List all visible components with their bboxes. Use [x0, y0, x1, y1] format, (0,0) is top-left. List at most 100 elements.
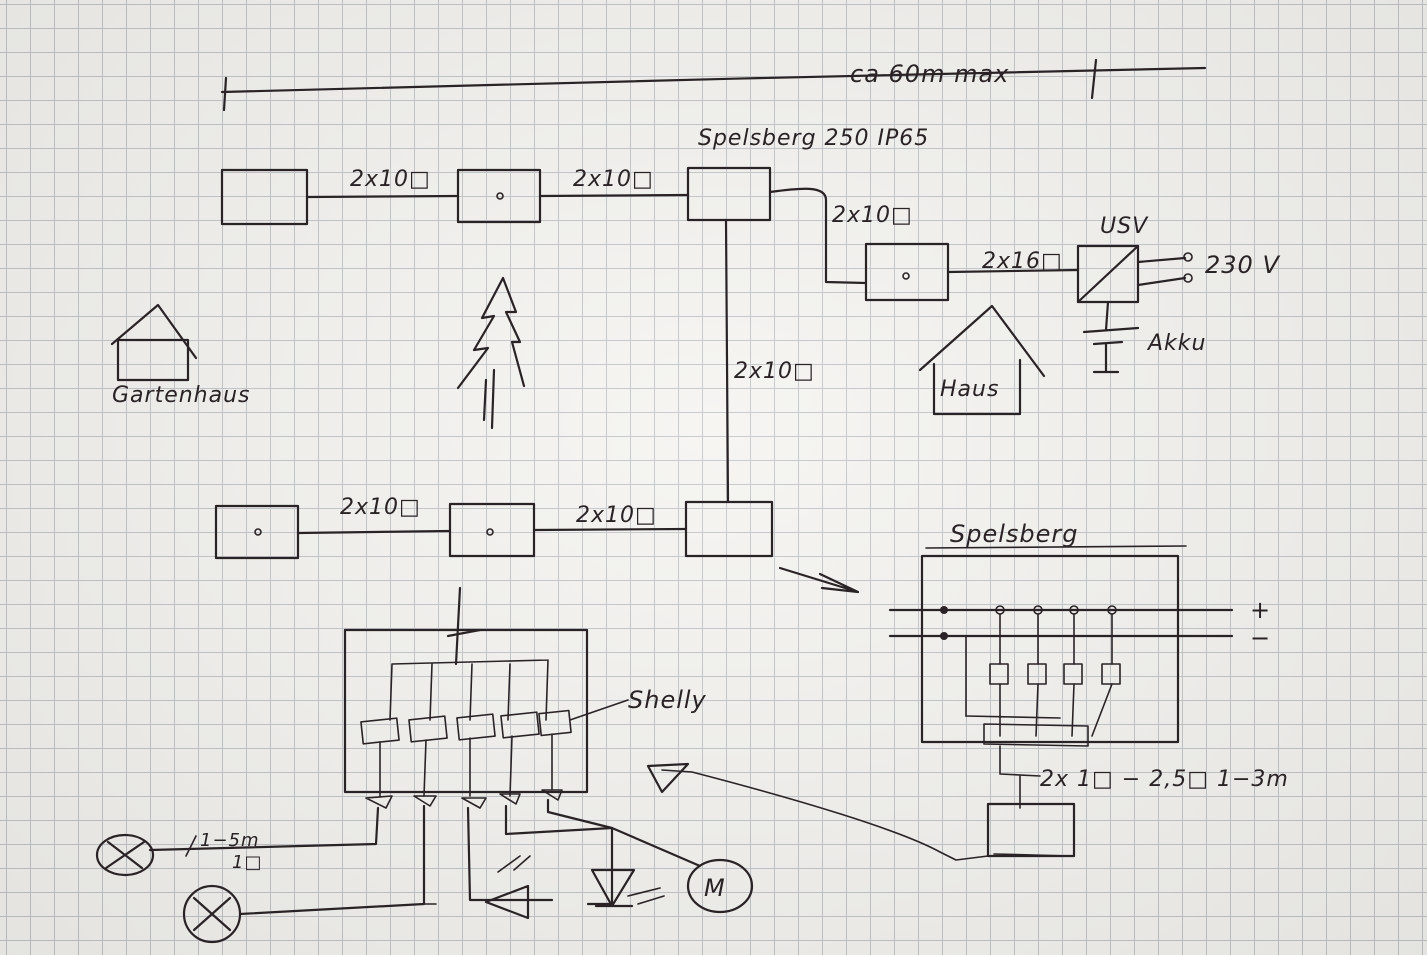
vertical-cable: [724, 218, 730, 504]
haus-label: Haus: [940, 377, 999, 402]
cable-label-top-left: 2x10□: [350, 167, 431, 192]
connector-pins: [993, 853, 1071, 857]
spelsberg-detail: Spelsberg + − 2x 1□ − 2,5□ 1−3m: [646, 520, 1288, 861]
mains-label: 230 V: [1205, 251, 1280, 279]
diode2: [590, 868, 636, 908]
shelly-module-1: [360, 717, 400, 745]
return-pointer: [661, 769, 989, 861]
junction-box-top-3: [686, 166, 772, 222]
lamp2: [182, 884, 242, 944]
motor: [686, 858, 754, 914]
rail-plus-label: +: [1250, 596, 1271, 624]
haus-icon: [918, 304, 1046, 416]
cable-label-bottom-mid: 2x10□: [576, 503, 657, 528]
distance-dimension: ca 60m max: [220, 58, 1207, 112]
rail-minus-label: −: [1250, 624, 1271, 652]
led-cables: [466, 804, 614, 902]
arrow-to-spelsberg: [778, 566, 860, 594]
lamp1: [95, 833, 155, 877]
shelly-module-5: [538, 709, 572, 737]
motor-cable: [610, 826, 702, 868]
junction-box-top-1: [220, 168, 309, 226]
terminal-bottom-2: [486, 528, 494, 536]
tree-sketch: [456, 276, 526, 430]
bottom-row: 2x10□ 2x10□: [214, 495, 860, 594]
cable-label-vertical: 2x10□: [734, 359, 815, 384]
spelsberg-detail-label: Spelsberg: [950, 520, 1079, 548]
return-arrowhead: [646, 762, 690, 794]
distance-tick-left: [222, 76, 228, 112]
cable-label-top-mid: 2x10□: [573, 167, 654, 192]
cable-label-branch: 2x10□: [832, 203, 913, 228]
shelly-pointer: [569, 699, 629, 721]
rail-drops: [965, 613, 1113, 717]
junction-box-bottom-1: [214, 504, 300, 560]
shelly-label: Shelly: [628, 686, 707, 714]
diode2-rays: [627, 887, 665, 905]
lamp1-cross: [104, 840, 146, 870]
shelly-module-3: [456, 713, 496, 741]
spelsberg-top-label: Spelsberg 250 IP65: [698, 126, 929, 151]
motor-label: M: [704, 874, 726, 902]
led-diode: [484, 884, 530, 920]
mains-terminal-2: [1183, 273, 1193, 283]
lamp1-length-label: 1−5m: [200, 830, 260, 851]
cable-label-usv-feed: 2x16□: [982, 249, 1063, 274]
led-rays: [497, 855, 531, 873]
shelly-enclosure: Shelly: [343, 586, 707, 809]
bottom-row-cable: [296, 527, 688, 535]
top-row: 2x10□ 2x10□ Spelsberg 250 IP65: [220, 126, 929, 226]
fuse-leads: [965, 683, 1113, 737]
battery-symbol: [1082, 300, 1140, 374]
mains-leads: [1136, 256, 1187, 287]
spelsberg-detail-box: [920, 554, 1180, 744]
lamp1-slash: [185, 835, 197, 857]
junction-box-bottom-3: [684, 500, 774, 558]
loads: 1−5m 1□ M: [95, 798, 754, 944]
cable-label-bottom-left: 2x10□: [340, 495, 421, 520]
shelly-box: [343, 628, 589, 794]
lamp1-section-label: 1□: [232, 852, 262, 873]
usv-diagonal: [1076, 244, 1140, 304]
terminal-bottom-1: [254, 528, 262, 536]
spelsberg-detail-rule: [925, 545, 1187, 549]
rail-plus-node-1: [940, 606, 948, 614]
battery-label: Akku: [1146, 331, 1206, 356]
lamp1-cable: [148, 806, 380, 852]
lamp2-cable: [238, 804, 426, 916]
shelly-module-4: [500, 711, 540, 739]
shelly-bus: [389, 659, 549, 721]
junction-box-top-2: [456, 168, 542, 224]
shelly-terminals: [365, 789, 563, 809]
terminal-strip: [983, 723, 1089, 747]
junction-box-usv: [864, 242, 950, 302]
shelly-outputs: [379, 733, 553, 797]
mains-terminal-1: [1183, 252, 1193, 262]
gartenhaus-sketch: Gartenhaus: [110, 303, 251, 408]
shelly-feed: [446, 586, 482, 666]
lamp2-cross: [192, 896, 232, 932]
fuse-3: [1063, 663, 1083, 685]
haus-sketch: Haus: [918, 304, 1046, 416]
terminal-usv-box: [902, 272, 910, 280]
branch-cable: [768, 187, 868, 285]
connector-box: [986, 802, 1076, 858]
distance-line: [220, 66, 1207, 94]
usv-feed-cable: [946, 268, 1080, 274]
usv-label: USV: [1100, 214, 1149, 239]
top-row-cable: [305, 193, 690, 199]
usv-branch: 2x10□ 2x16□ USV 230 V Akku: [768, 187, 1280, 374]
distance-label: ca 60m max: [850, 60, 1009, 88]
rail-minus-node-1: [940, 632, 948, 640]
vertical-run: 2x10□: [724, 218, 815, 504]
fuse-2: [1027, 663, 1047, 685]
fuse-1: [989, 663, 1009, 685]
distance-tick-right: [1090, 58, 1098, 100]
gartenhaus-label: Gartenhaus: [112, 383, 251, 408]
gartenhaus-icon: [110, 303, 198, 382]
terminal-top-2: [496, 192, 504, 200]
tree-icon: [456, 276, 526, 430]
shelly-module-2: [408, 715, 448, 743]
